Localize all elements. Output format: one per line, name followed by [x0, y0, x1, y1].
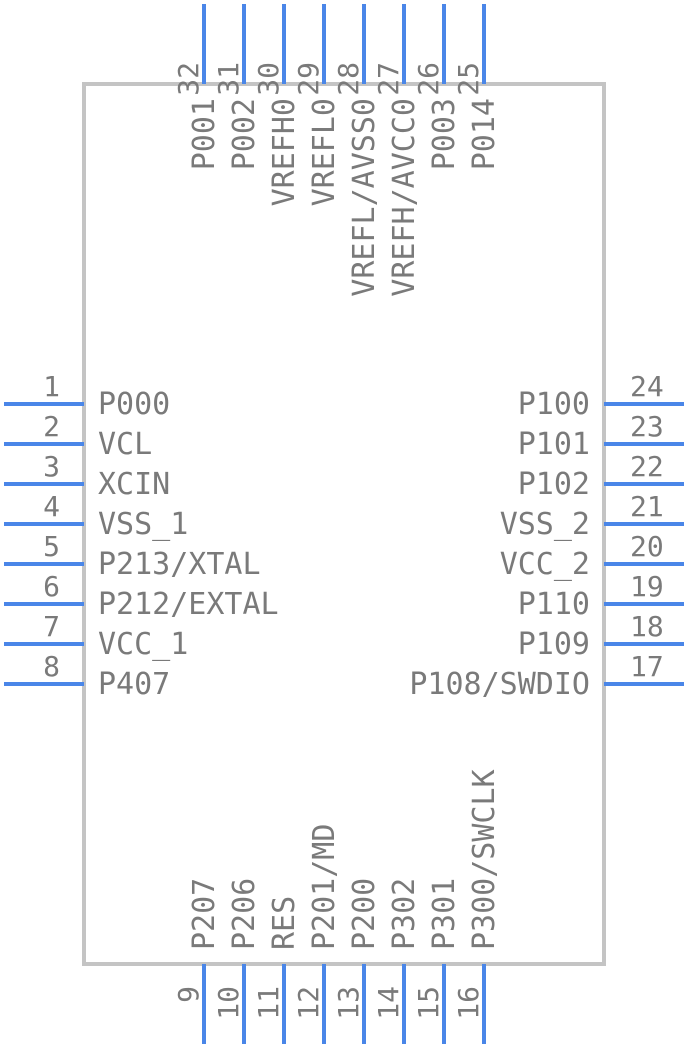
pin-label-19: P110	[518, 587, 590, 622]
pin-label-1: P000	[98, 387, 170, 422]
pin-label-25: P014	[467, 98, 502, 170]
pin-number-31: 31	[212, 62, 245, 96]
pin-label-14: P302	[387, 878, 422, 950]
pin-number-20: 20	[630, 530, 664, 563]
pin-label-6: P212/EXTAL	[98, 587, 279, 622]
pin-number-2: 2	[43, 410, 60, 443]
pin-number-29: 29	[292, 62, 325, 96]
pin-number-21: 21	[630, 490, 664, 523]
pin-number-22: 22	[630, 450, 664, 483]
pin-number-10: 10	[212, 986, 245, 1020]
pin-number-6: 6	[43, 570, 60, 603]
pin-label-16: P300/SWCLK	[467, 769, 502, 950]
ic-body-outline	[82, 82, 606, 966]
pin-label-29: VREFL0	[307, 98, 342, 206]
pin-number-26: 26	[412, 62, 445, 96]
pin-label-27: VREFH/AVCC0	[387, 98, 422, 297]
pin-number-30: 30	[252, 62, 285, 96]
pin-number-4: 4	[43, 490, 60, 523]
pin-label-31: P002	[227, 98, 262, 170]
pin-label-30: VREFH0	[267, 98, 302, 206]
pin-label-21: VSS_2	[500, 507, 590, 542]
pin-number-15: 15	[412, 986, 445, 1020]
pin-label-10: P206	[227, 878, 262, 950]
pin-number-12: 12	[292, 986, 325, 1020]
pin-number-27: 27	[372, 62, 405, 96]
pin-label-20: VCC_2	[500, 547, 590, 582]
pin-number-18: 18	[630, 610, 664, 643]
pin-label-7: VCC_1	[98, 627, 188, 662]
pin-number-32: 32	[172, 62, 205, 96]
pin-number-1: 1	[43, 370, 60, 403]
pin-label-32: P001	[187, 98, 222, 170]
pin-label-22: P102	[518, 467, 590, 502]
pin-number-19: 19	[630, 570, 664, 603]
pin-number-25: 25	[452, 62, 485, 96]
pin-number-14: 14	[372, 986, 405, 1020]
pin-number-11: 11	[252, 986, 285, 1020]
pin-label-15: P301	[427, 878, 462, 950]
pin-label-2: VCL	[98, 427, 152, 462]
pin-label-3: XCIN	[98, 467, 170, 502]
pin-label-5: P213/XTAL	[98, 547, 261, 582]
pin-number-8: 8	[43, 650, 60, 683]
pin-label-26: P003	[427, 98, 462, 170]
pin-label-11: RES	[267, 896, 302, 950]
pin-number-23: 23	[630, 410, 664, 443]
pin-number-17: 17	[630, 650, 664, 683]
pin-number-28: 28	[332, 62, 365, 96]
pin-label-28: VREFL/AVSS0	[347, 98, 382, 297]
pin-label-9: P207	[187, 878, 222, 950]
pin-label-12: P201/MD	[307, 824, 342, 950]
pin-number-13: 13	[332, 986, 365, 1020]
pin-number-3: 3	[43, 450, 60, 483]
pin-number-24: 24	[630, 370, 664, 403]
pin-number-5: 5	[43, 530, 60, 563]
pin-label-18: P109	[518, 627, 590, 662]
pin-label-13: P200	[347, 878, 382, 950]
pin-label-8: P407	[98, 667, 170, 702]
pin-label-23: P101	[518, 427, 590, 462]
pin-number-16: 16	[452, 986, 485, 1020]
pin-label-17: P108/SWDIO	[409, 667, 590, 702]
pin-number-9: 9	[172, 986, 205, 1003]
pin-number-7: 7	[43, 610, 60, 643]
pin-label-4: VSS_1	[98, 507, 188, 542]
pin-label-24: P100	[518, 387, 590, 422]
